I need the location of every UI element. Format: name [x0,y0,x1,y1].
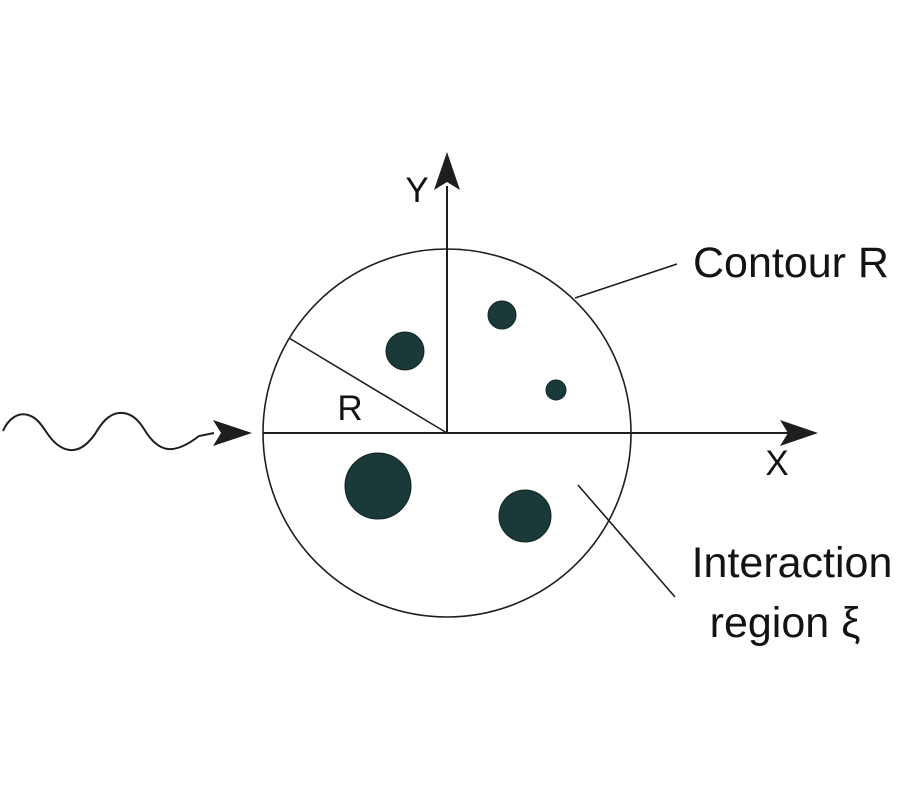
interaction-label-line1: Interaction [692,539,893,587]
y-axis-arrowhead-icon [434,152,460,190]
contour-label: Contour R [693,239,889,287]
scatterer-dot [498,489,552,543]
scatterer-dot [344,452,412,520]
scatterer-dots-group [344,300,567,543]
y-axis-label: Y [405,171,428,210]
interaction-leader-line [577,484,676,598]
wave-arrowhead-icon [213,420,252,446]
x-axis-label: X [765,444,788,483]
radius-line [288,337,448,434]
interaction-label-line2: region ξ [710,599,861,647]
scatterer-dot [487,300,517,330]
incident-wave-line [2,411,215,452]
x-axis-arrowhead-icon [780,420,818,446]
scatterer-dot [385,331,425,371]
radius-label: R [337,389,362,428]
contour-leader-line [574,263,678,299]
scatterer-dot [545,379,567,401]
